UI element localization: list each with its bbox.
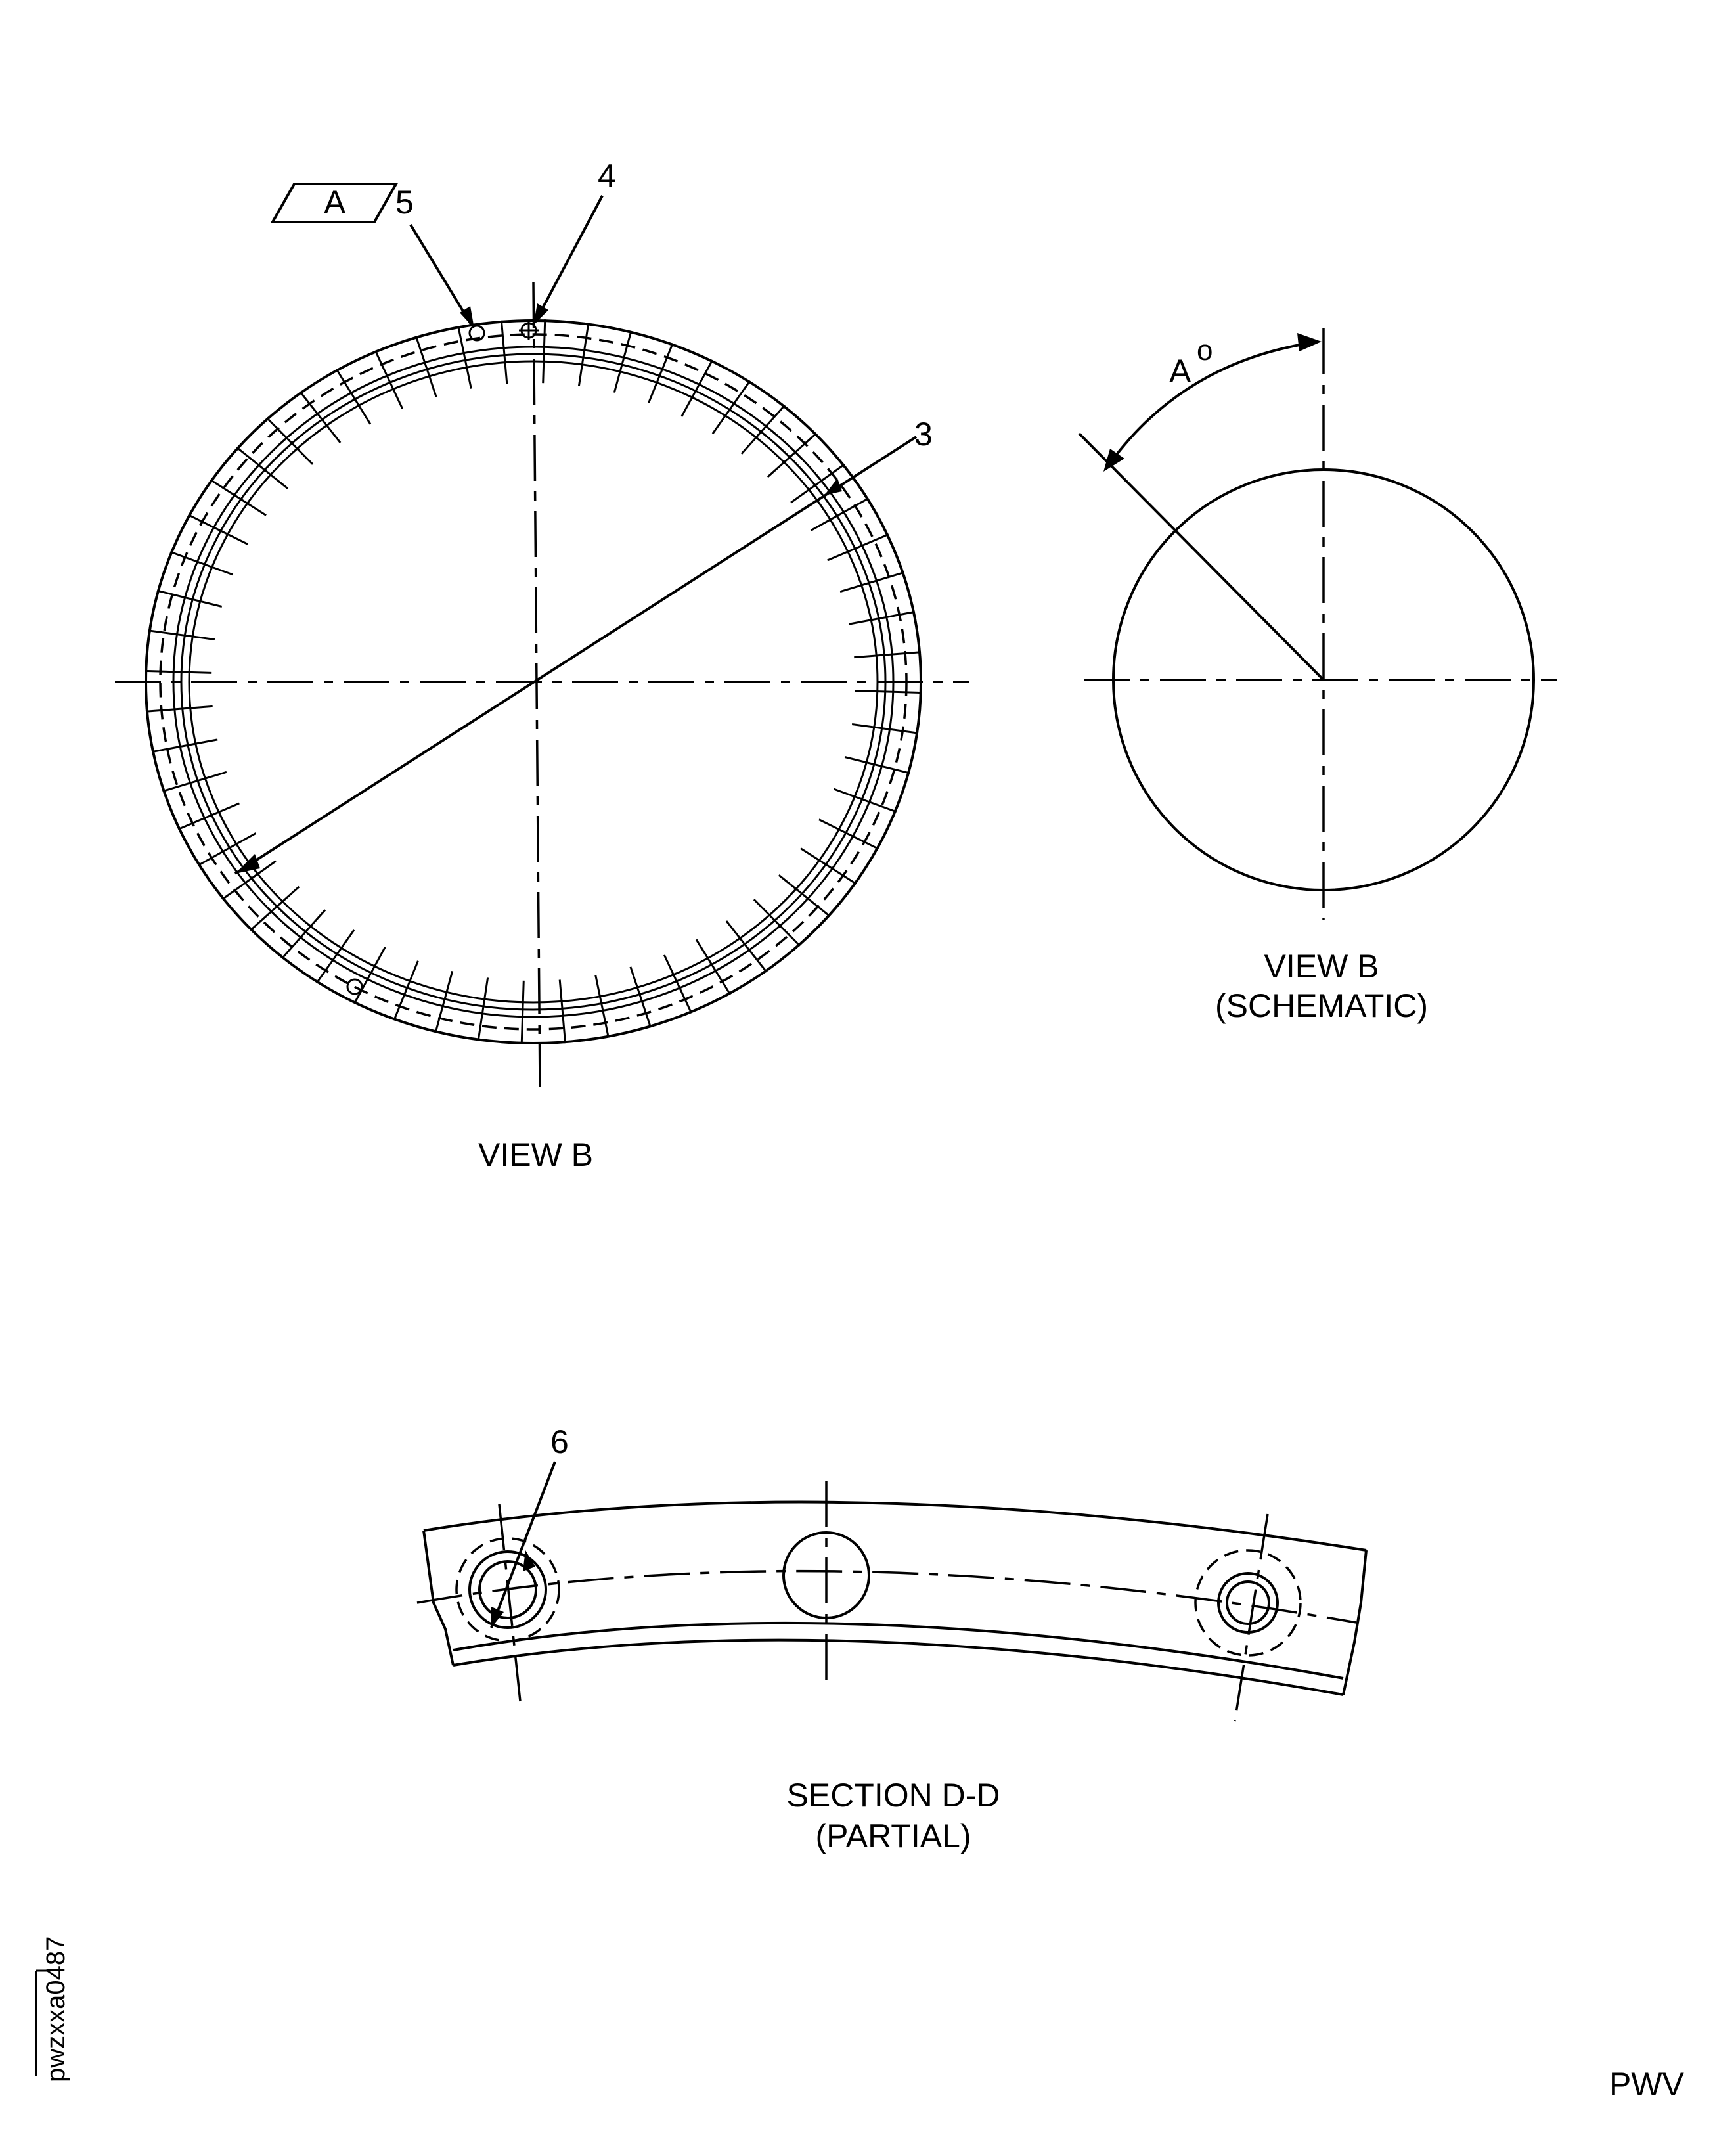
hole-marker-lower — [346, 978, 363, 995]
ring-tick — [753, 899, 801, 947]
ring-tick — [849, 610, 916, 625]
angle-arc — [1109, 342, 1308, 464]
ring-tick — [854, 651, 922, 659]
ring-tick — [221, 860, 277, 901]
ring-tick-marks — [145, 319, 922, 1044]
ring-tick — [148, 629, 215, 640]
view-b-caption: VIEW B — [478, 1136, 593, 1173]
figure-id: pwzxxa0487 — [41, 1937, 70, 2082]
ring-tick — [353, 947, 386, 1004]
section-caption-line2: (PARTIAL) — [815, 1818, 971, 1854]
ring-tick — [778, 874, 831, 918]
ring-tick — [266, 417, 314, 465]
ring-tick — [663, 954, 693, 1014]
ring-tick — [851, 723, 919, 734]
angle-radial-line — [1078, 432, 1325, 681]
ring-tick — [790, 463, 845, 504]
section-caption-line1: SECTION D-D — [787, 1777, 1000, 1814]
ring-tick — [827, 533, 889, 562]
ring-tick — [711, 380, 751, 435]
ring-vertical-centerline — [532, 282, 541, 1088]
ring-tick — [594, 975, 610, 1038]
item-6-leader — [490, 1461, 556, 1628]
callout-6: 6 — [550, 1423, 569, 1460]
ring-tick — [613, 330, 633, 393]
ring-tick — [335, 369, 372, 425]
ring-tick — [800, 847, 857, 885]
angle-label: A — [1169, 353, 1191, 390]
ring-tick — [648, 343, 674, 403]
ring-tick — [695, 939, 732, 995]
ring-tick — [740, 404, 786, 455]
ring-tick — [210, 479, 267, 516]
ring-tick — [156, 589, 223, 608]
ring-tick — [577, 323, 590, 386]
ring-tick — [414, 336, 437, 397]
ring-tick — [393, 960, 419, 1021]
corner-code: PWV — [1609, 2066, 1685, 2103]
schematic-caption-line1: VIEW B — [1264, 948, 1379, 985]
callout-4: 4 — [598, 158, 616, 194]
ring-tick — [844, 756, 910, 774]
ring-tick — [187, 514, 248, 545]
ring-tick — [680, 359, 714, 417]
item-3-leader — [234, 436, 918, 875]
view-b-schematic — [1078, 328, 1557, 920]
ring-tick — [818, 818, 879, 850]
hole-marker-5 — [468, 325, 485, 342]
callout-5: 5 — [395, 184, 414, 221]
ring-tick — [151, 738, 218, 753]
ring-tick — [457, 326, 472, 389]
view-b-ring — [115, 183, 969, 1088]
ring-tick — [169, 550, 234, 576]
ring-tick — [249, 885, 300, 931]
ring-tick — [374, 350, 404, 409]
ring-tick — [145, 669, 212, 674]
datum-flag-label: A — [324, 184, 346, 221]
ring-tick — [477, 977, 489, 1041]
ring-tick — [767, 432, 818, 478]
ring-tick — [145, 705, 213, 713]
ring-tick — [177, 802, 240, 830]
schematic-caption-line2: (SCHEMATIC) — [1215, 987, 1428, 1024]
ring-tick — [833, 788, 897, 813]
ring-tick — [281, 909, 326, 960]
ring-tick — [558, 979, 567, 1044]
ring-tick — [434, 971, 454, 1033]
callout-3: 3 — [914, 416, 933, 453]
ring-tick — [500, 320, 508, 384]
ring-tick — [839, 571, 904, 593]
ring-tick — [725, 920, 768, 973]
item-4-leader — [534, 195, 604, 323]
ring-tick — [162, 771, 227, 793]
ring-tick — [810, 497, 870, 531]
ring-tick — [299, 391, 342, 443]
ring-tick — [629, 966, 652, 1028]
ring-tick — [315, 929, 355, 984]
datum-flag — [270, 183, 399, 223]
ring-tick — [197, 832, 257, 866]
ring-tick — [520, 980, 525, 1044]
section-d-d — [416, 1461, 1368, 1722]
ring-tick — [855, 690, 922, 694]
ring-tick — [542, 319, 546, 384]
ring-tick — [236, 446, 289, 489]
degree-symbol: o — [1197, 334, 1213, 367]
item-5-leader — [409, 223, 473, 326]
